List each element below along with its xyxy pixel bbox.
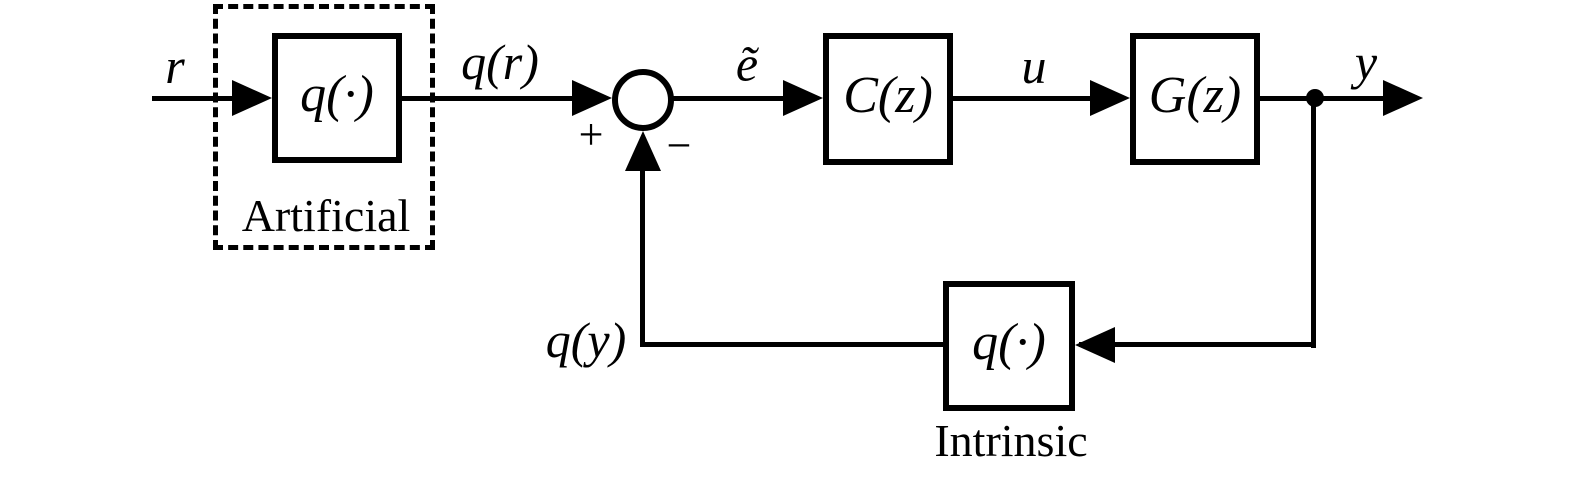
line-quantized-reference — [402, 96, 580, 101]
signal-label-quantized-output: q(y) — [545, 312, 627, 368]
caption-artificial: Artificial — [241, 190, 411, 241]
signal-label-quantized-reference: q(r) — [461, 34, 539, 90]
line-error — [672, 96, 790, 101]
line-branch-down — [1311, 96, 1316, 348]
arrowhead-output — [1383, 80, 1423, 116]
line-reference — [152, 96, 262, 101]
signal-label-control-input: u — [1021, 38, 1047, 94]
artificial-dashed-box — [213, 4, 435, 250]
sum-minus-sign: − — [666, 121, 692, 170]
arrowhead-into-controller — [783, 80, 823, 116]
branch-dot — [1306, 89, 1324, 107]
caption-intrinsic: Intrinsic — [934, 415, 1088, 466]
plant-block: G(z) — [1130, 33, 1260, 165]
arrowhead-into-plant — [1090, 80, 1130, 116]
signal-label-reference: r — [165, 38, 185, 94]
sum-junction — [612, 69, 674, 131]
line-feedback-up — [640, 165, 645, 347]
line-feedback-left — [640, 342, 943, 347]
arrowhead-feedback-into-sum — [625, 131, 661, 171]
intrinsic-quantizer-block: q(·) — [943, 281, 1075, 411]
line-control-input — [953, 96, 1095, 101]
line-feedback-right — [1079, 342, 1316, 347]
arrowhead-into-sum — [572, 80, 612, 116]
sum-plus-sign: + — [578, 110, 604, 159]
controller-block: C(z) — [823, 33, 953, 165]
signal-label-output: y — [1354, 34, 1378, 90]
signal-label-error: ẽ — [735, 36, 759, 92]
artificial-quantizer-block: q(·) — [272, 33, 402, 163]
arrowhead-into-intrinsic-quantizer — [1075, 327, 1115, 363]
arrowhead-into-artificial-quantizer — [232, 80, 272, 116]
